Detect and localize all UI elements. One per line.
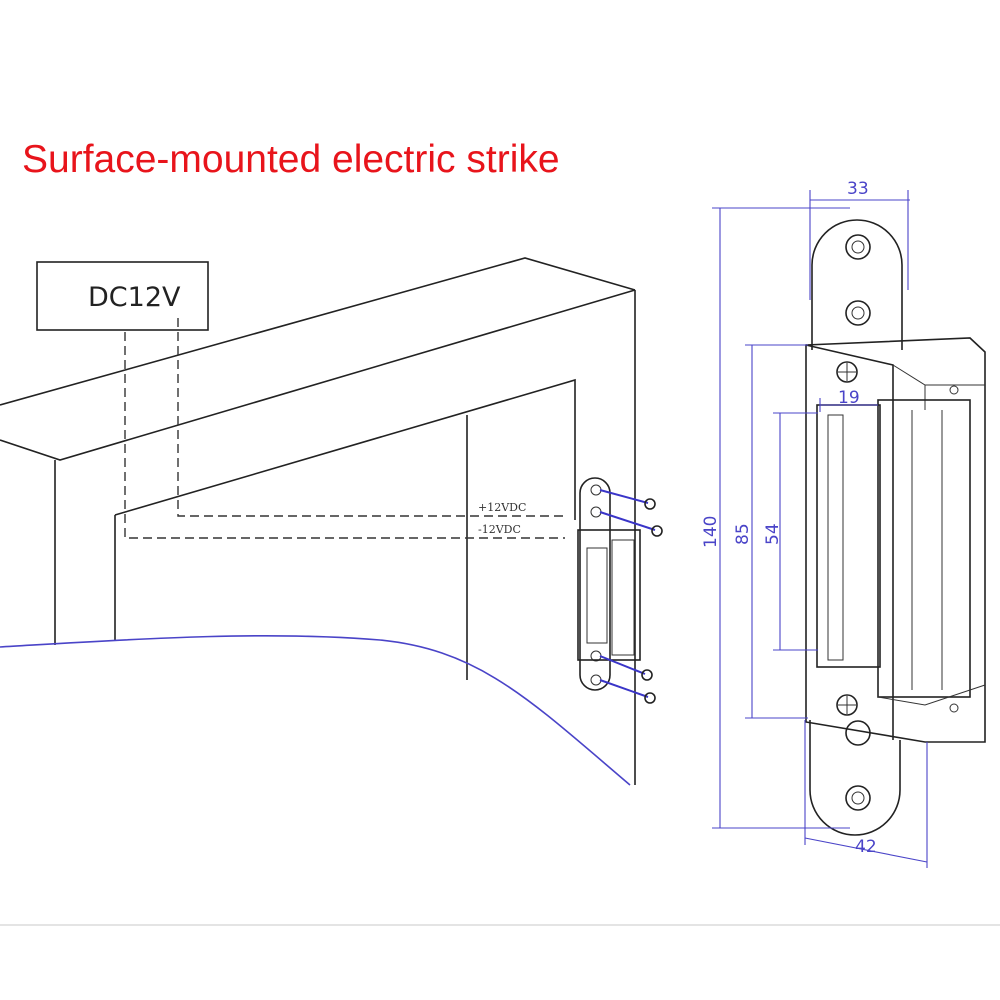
door-frame — [0, 257, 1000, 926]
dim-depth-19: 19 — [838, 388, 860, 408]
door-edge-curve — [0, 634, 631, 786]
positive-wire — [177, 318, 565, 517]
dimensions: 33 19 140 85 54 42 — [701, 179, 928, 868]
negative-wire-label: -12VDC — [478, 523, 521, 536]
dim-width-33: 33 — [847, 179, 869, 199]
power-supply-label: DC12V — [88, 282, 181, 313]
large-strike — [805, 219, 986, 836]
dim-height-54: 54 — [763, 523, 783, 545]
small-strike — [577, 477, 663, 704]
diagram-title: Surface-mounted electric strike — [22, 138, 560, 181]
dim-height-85: 85 — [733, 523, 753, 545]
power-supply: DC12V +12VDC -12VDC — [36, 261, 565, 539]
dim-height-140: 140 — [701, 516, 721, 548]
dim-width-42: 42 — [855, 837, 877, 857]
positive-wire-label: +12VDC — [478, 501, 526, 514]
